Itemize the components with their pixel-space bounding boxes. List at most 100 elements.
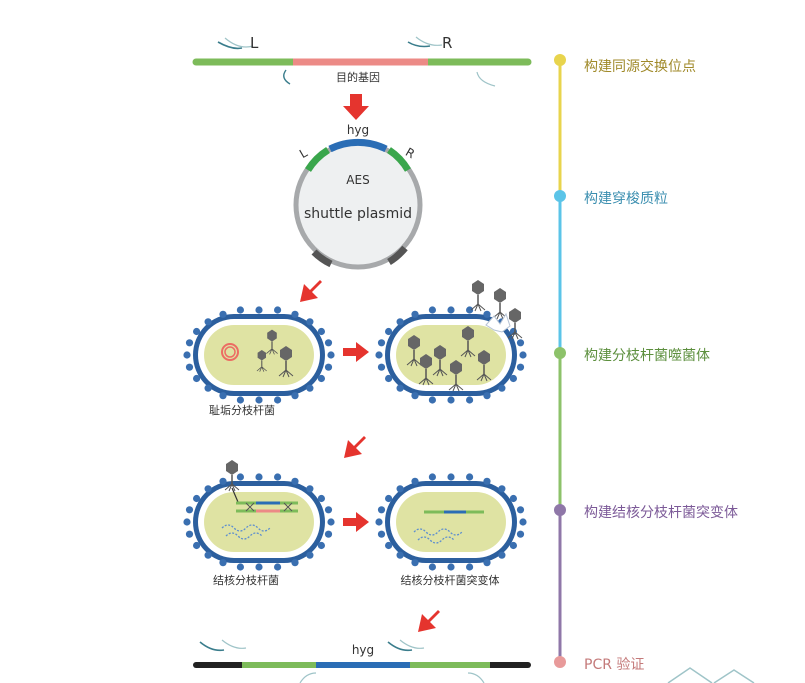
cell-wall-bump [185,339,194,347]
primer-arrow [283,69,291,85]
cell-wall-bump [483,310,491,318]
cell-wall-bump [219,392,227,400]
cell-wall-bump [324,363,333,371]
primer-arrow [387,641,413,652]
timeline-step-5: PCR 验证 [584,654,644,674]
cell-wall-bump [193,327,201,336]
cell-wall-bump [306,318,314,326]
cell-wall-bump [236,306,244,314]
timeline-step-2: 构建穿梭质粒 [584,188,668,208]
cell-wall-bump [324,530,333,538]
cell-smegmatis-lysis [375,279,527,404]
cell-wall-bump [324,506,333,514]
cell-wall-bump [219,559,227,567]
timeline-step-1-label: 构建同源交换位点 [584,59,696,75]
cell-wall-bump [377,339,386,347]
timeline-step-3-label: 构建分枝杆菌噬菌体 [584,348,710,364]
cell-wall-bump [193,494,201,503]
cell-wall-bump [255,563,263,571]
plasmid-marker-label: hyg [347,123,369,137]
cell-wall-bump [498,485,506,493]
primer-arrow [407,41,431,48]
flow-arrow [418,610,440,632]
primer-arrow [415,36,443,46]
flow-arrow [344,436,366,458]
cell-wall-bump [317,541,325,550]
cell-wall-bump [204,485,212,493]
cell-wall-bump [396,384,404,392]
cell-wall-bump [219,477,227,485]
cell-wall-bump [428,473,436,481]
cell-wall-bump [466,306,474,314]
cell-wall-bump [291,477,299,485]
primer-arrow [199,641,225,652]
cell-wall-bump [519,351,527,359]
timeline-dot [554,54,566,66]
cell-wall-bump [317,494,325,503]
cell-wall-bump [219,310,227,318]
cell-wall-bump [483,559,491,567]
timeline [554,54,566,668]
cell-wall-bump [236,396,244,404]
cell-wall-bump [428,306,436,314]
timeline-dot [554,656,566,668]
cell-wall-bump [483,392,491,400]
cell-wall-bump [274,306,282,314]
cell-wall-bump [509,541,517,550]
cell-wall-bump [185,363,194,371]
cell-wall-bump [306,551,314,559]
cell-wall-bump [411,477,419,485]
timeline-dot [554,190,566,202]
timeline-step-4-label: 构建结核分枝杆菌突变体 [584,505,738,521]
cell-wall-bump [185,530,194,538]
cell-wall-bump [317,374,325,383]
cell-wall-bump [396,551,404,559]
timeline-step-4: 构建结核分枝杆菌突变体 [584,502,738,522]
cell-wall-bump [447,396,455,404]
timeline-step-5-label: PCR 验证 [584,657,645,673]
cell-wall-bump [466,396,474,404]
flow-arrow [300,280,322,302]
cell-wall-bump [306,485,314,493]
primer-arrow [299,672,317,683]
cell-wall-bump [291,559,299,567]
cell-wall-bump [411,559,419,567]
cell-wall-bump [447,563,455,571]
cell-wall-bump [274,563,282,571]
cell-wall-bump [324,339,333,347]
cell-wall-bump [509,494,517,503]
flow-arrow [343,94,369,120]
timeline-dot [554,504,566,516]
cell-wall-bump [385,541,393,550]
target-gene-label: 目的基因 [336,70,380,84]
cell-wall-bump [204,318,212,326]
cell-wall-bump [377,506,386,514]
primer-arrow [399,639,425,649]
cell-wall-bump [255,306,263,314]
cell-wall-bump [236,563,244,571]
timeline-step-1: 构建同源交换位点 [584,56,696,76]
primer-arrow [476,71,496,87]
cell-wall-bump [498,384,506,392]
cell-wall-bump [516,339,525,347]
cell-wall-bump [204,551,212,559]
cell-wall-bump [291,310,299,318]
shuttle-plasmid: hyg L R AES shuttle plasmid [293,123,423,270]
plasmid-name: shuttle plasmid [304,206,412,222]
bottom-marker-label: hyg [352,643,374,657]
cell-wall-bump [498,551,506,559]
cell-wall-bump [255,396,263,404]
cell-tuberculosis [183,459,335,571]
cell-wall-bump [396,485,404,493]
plasmid-left-arm: L [297,145,310,161]
cell-wall-bump [204,384,212,392]
plasmid-inner-label: AES [346,173,369,187]
mutant-label: 结核分枝杆菌突变体 [401,573,500,587]
timeline-dot [554,347,566,359]
top-gene-construct: L R 目的基因 [192,34,532,87]
plasmid-right-arm: R [403,145,417,161]
cell-wall-bump [411,310,419,318]
cell-wall-bump [306,384,314,392]
flow-arrow [343,512,369,532]
